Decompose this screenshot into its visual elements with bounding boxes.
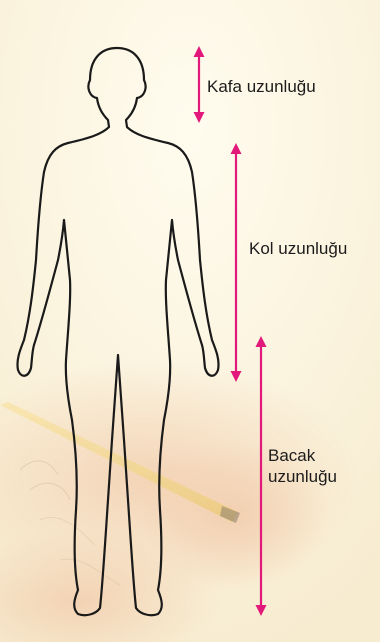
leg-length-label: Bacak uzunluğu: [268, 445, 337, 488]
leg-length-label-line2: uzunluğu: [268, 466, 337, 487]
leg-length-label-line1: Bacak: [268, 445, 337, 466]
arm-length-label: Kol uzunluğu: [249, 238, 347, 259]
head-length-label: Kafa uzunluğu: [207, 76, 316, 97]
